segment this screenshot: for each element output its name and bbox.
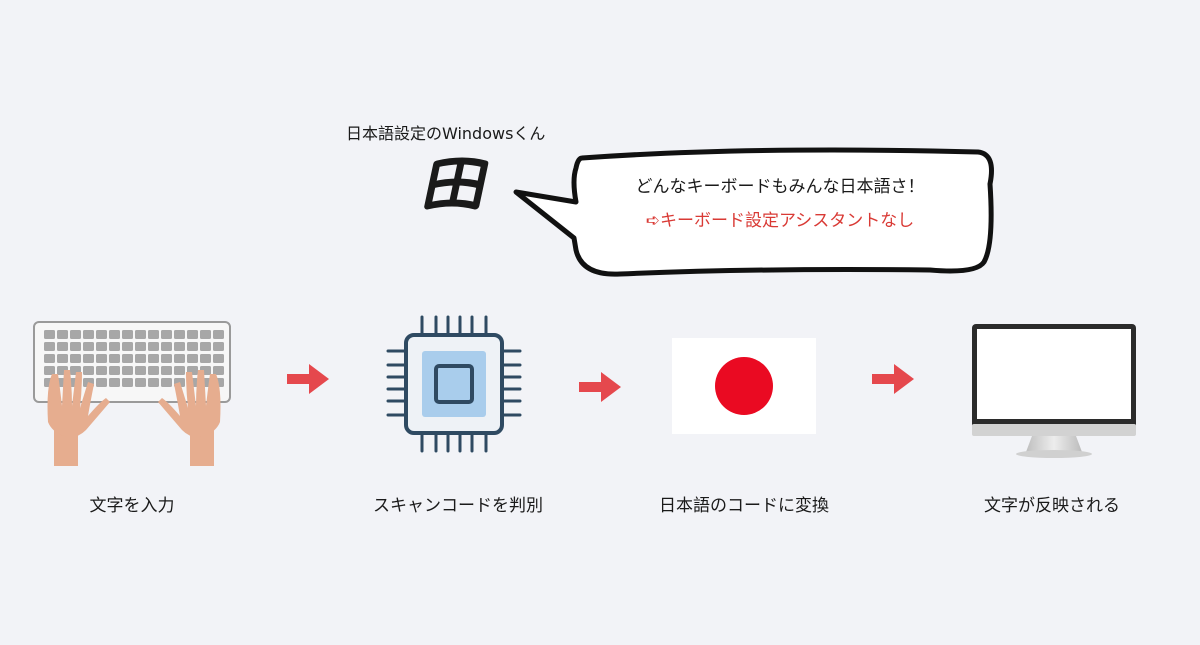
keyboard-key bbox=[187, 354, 198, 363]
keyboard-key bbox=[83, 354, 94, 363]
keyboard-key bbox=[213, 342, 224, 351]
step-label-display: 文字が反映される bbox=[984, 496, 1120, 516]
keyboard-key bbox=[135, 330, 146, 339]
keyboard-key bbox=[161, 342, 172, 351]
keyboard-key bbox=[213, 366, 224, 375]
keyboard-key bbox=[200, 342, 211, 351]
keyboard-key bbox=[83, 330, 94, 339]
monitor-icon bbox=[972, 324, 1136, 458]
keyboard-key bbox=[122, 330, 133, 339]
speech-line-note: ➪キーボード設定アシスタントなし bbox=[645, 211, 915, 231]
keyboard-key bbox=[109, 342, 120, 351]
keyboard-key bbox=[174, 330, 185, 339]
keyboard-key bbox=[161, 378, 172, 387]
keyboard-key bbox=[96, 354, 107, 363]
keyboard-key bbox=[83, 366, 94, 375]
keyboard-key bbox=[148, 366, 159, 375]
japan-flag-icon bbox=[672, 338, 816, 434]
keyboard-key bbox=[135, 342, 146, 351]
arrow-right-icon bbox=[287, 364, 329, 394]
keyboard-key bbox=[109, 378, 120, 387]
speaker-label: 日本語設定のWindowsくん bbox=[346, 124, 546, 143]
keyboard-key bbox=[57, 330, 68, 339]
keyboard-key bbox=[70, 330, 81, 339]
keyboard-key bbox=[135, 378, 146, 387]
keyboard-key bbox=[174, 342, 185, 351]
step-label-scancode: スキャンコードを判別 bbox=[373, 496, 543, 516]
keyboard-key bbox=[109, 366, 120, 375]
keyboard-key bbox=[161, 330, 172, 339]
keyboard-key bbox=[187, 330, 198, 339]
keyboard-key bbox=[70, 342, 81, 351]
keyboard-key bbox=[148, 378, 159, 387]
keyboard-key bbox=[70, 354, 81, 363]
keyboard-key bbox=[109, 354, 120, 363]
keyboard-key bbox=[122, 342, 133, 351]
keyboard-key bbox=[96, 366, 107, 375]
keyboard-key bbox=[44, 342, 55, 351]
keyboard-key bbox=[83, 342, 94, 351]
keyboard-key bbox=[174, 366, 185, 375]
step-label-input: 文字を入力 bbox=[89, 496, 175, 516]
keyboard-key bbox=[148, 330, 159, 339]
keyboard-key bbox=[135, 366, 146, 375]
keyboard-key bbox=[96, 330, 107, 339]
keyboard-key bbox=[174, 354, 185, 363]
keyboard-key bbox=[200, 330, 211, 339]
keyboard-key bbox=[57, 342, 68, 351]
keyboard-key bbox=[122, 354, 133, 363]
keyboard-key bbox=[148, 342, 159, 351]
keyboard-key bbox=[187, 342, 198, 351]
windows-logo-icon bbox=[424, 157, 489, 210]
keyboard-key bbox=[148, 354, 159, 363]
keyboard-key bbox=[96, 342, 107, 351]
arrow-right-icon bbox=[872, 364, 914, 394]
keyboard-key bbox=[57, 354, 68, 363]
keyboard-key bbox=[135, 354, 146, 363]
keyboard-key bbox=[161, 354, 172, 363]
keyboard-key bbox=[161, 366, 172, 375]
keyboard-key bbox=[44, 330, 55, 339]
step-label-convert: 日本語のコードに変換 bbox=[659, 496, 829, 516]
keyboard-key bbox=[109, 330, 120, 339]
keyboard-key bbox=[213, 330, 224, 339]
speech-bubble bbox=[513, 147, 994, 277]
keyboard-hands-icon bbox=[33, 321, 231, 466]
keyboard-key bbox=[122, 378, 133, 387]
cpu-chip-icon bbox=[386, 315, 522, 453]
keyboard-key bbox=[96, 378, 107, 387]
speech-line-main: どんなキーボードもみんな日本語さ！ bbox=[635, 177, 925, 197]
keyboard-key bbox=[200, 354, 211, 363]
arrow-right-icon bbox=[579, 372, 621, 402]
keyboard-key bbox=[44, 366, 55, 375]
keyboard-key bbox=[122, 366, 133, 375]
keyboard-key bbox=[213, 354, 224, 363]
keyboard-key bbox=[44, 354, 55, 363]
